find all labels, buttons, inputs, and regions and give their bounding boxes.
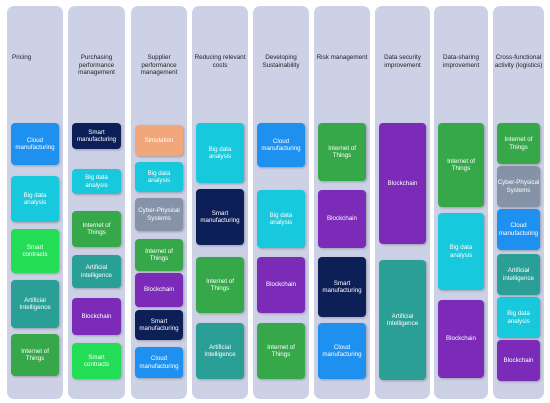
technology-box: Artificial intelligence bbox=[72, 255, 121, 288]
technology-box: Blockchain bbox=[72, 298, 121, 335]
technology-box: Cloud manufacturing bbox=[135, 347, 183, 378]
technology-box: Smart manufacturing bbox=[318, 257, 366, 317]
technology-box: Artificial Intelligence bbox=[196, 323, 244, 379]
technology-box: Internet of Things bbox=[11, 334, 59, 376]
technology-box: Simulation bbox=[135, 125, 183, 156]
technology-box: Smart manufacturing bbox=[196, 189, 244, 245]
technology-box: Big data analysis bbox=[196, 123, 244, 183]
technology-box: Blockchain bbox=[379, 123, 426, 244]
technology-box: Artificial Intelligence bbox=[379, 260, 426, 380]
technology-box: Internet of Things bbox=[257, 323, 305, 379]
technology-box: Internet of Things bbox=[497, 123, 540, 164]
technology-box: Blockchain bbox=[438, 300, 484, 378]
column-header: Supplier performance management bbox=[140, 54, 178, 77]
technology-box: Blockchain bbox=[257, 257, 305, 313]
technology-box: Smart contracts bbox=[72, 343, 121, 379]
column-header: Pricing bbox=[12, 54, 32, 61]
column-header: Reducing relevant costs bbox=[194, 54, 246, 69]
column-header: Developing Sustainability bbox=[262, 54, 300, 69]
technology-box: Smart contracts bbox=[11, 229, 59, 273]
technology-box: Internet of Things bbox=[72, 211, 121, 247]
column-header: Risk management bbox=[316, 54, 368, 61]
column-8: Cross-functional activity (logistics) Int… bbox=[493, 6, 544, 399]
technology-box: Cyber-Physical Systems bbox=[497, 166, 540, 207]
technology-box: Big data analysis bbox=[135, 162, 183, 192]
column-header: Data security improvement bbox=[384, 54, 421, 69]
technology-box: Artificial intelligence bbox=[497, 254, 540, 295]
column-header: Data-sharing improvement bbox=[442, 54, 480, 69]
technology-box: Big data analysis bbox=[72, 169, 121, 194]
technology-box: Blockchain bbox=[135, 273, 183, 307]
technology-box: Blockchain bbox=[497, 340, 540, 381]
technology-box: Internet of Things bbox=[438, 123, 484, 207]
technology-box: Artificial Intelligence bbox=[11, 280, 59, 328]
technology-box: Smart manufacturing bbox=[135, 310, 183, 340]
technology-box: Internet of Things bbox=[318, 123, 366, 181]
technology-box: Big data analysis bbox=[11, 176, 59, 222]
column-header: Purchasing performance management bbox=[78, 54, 115, 77]
technology-box: Cloud manufacturing bbox=[497, 209, 540, 250]
technology-box: Cloud manufacturing bbox=[318, 323, 366, 379]
technology-box: Big data analysis bbox=[257, 190, 305, 248]
technology-box: Big data analysis bbox=[438, 213, 484, 290]
technology-box: Blockchain bbox=[318, 190, 366, 248]
technology-box: Big data analysis bbox=[497, 297, 540, 338]
column-header: Cross-functional activity (logistics) bbox=[494, 54, 543, 69]
technology-box: Smart manufacturing bbox=[72, 123, 121, 149]
technology-box: Cloud manufacturing bbox=[257, 123, 305, 167]
technology-box: Internet of Things bbox=[135, 239, 183, 271]
technology-box: Internet of Things bbox=[196, 257, 244, 313]
technology-box: Cloud manufacturing bbox=[11, 123, 59, 165]
technology-box: Cyber-Physical Systems bbox=[135, 198, 183, 231]
